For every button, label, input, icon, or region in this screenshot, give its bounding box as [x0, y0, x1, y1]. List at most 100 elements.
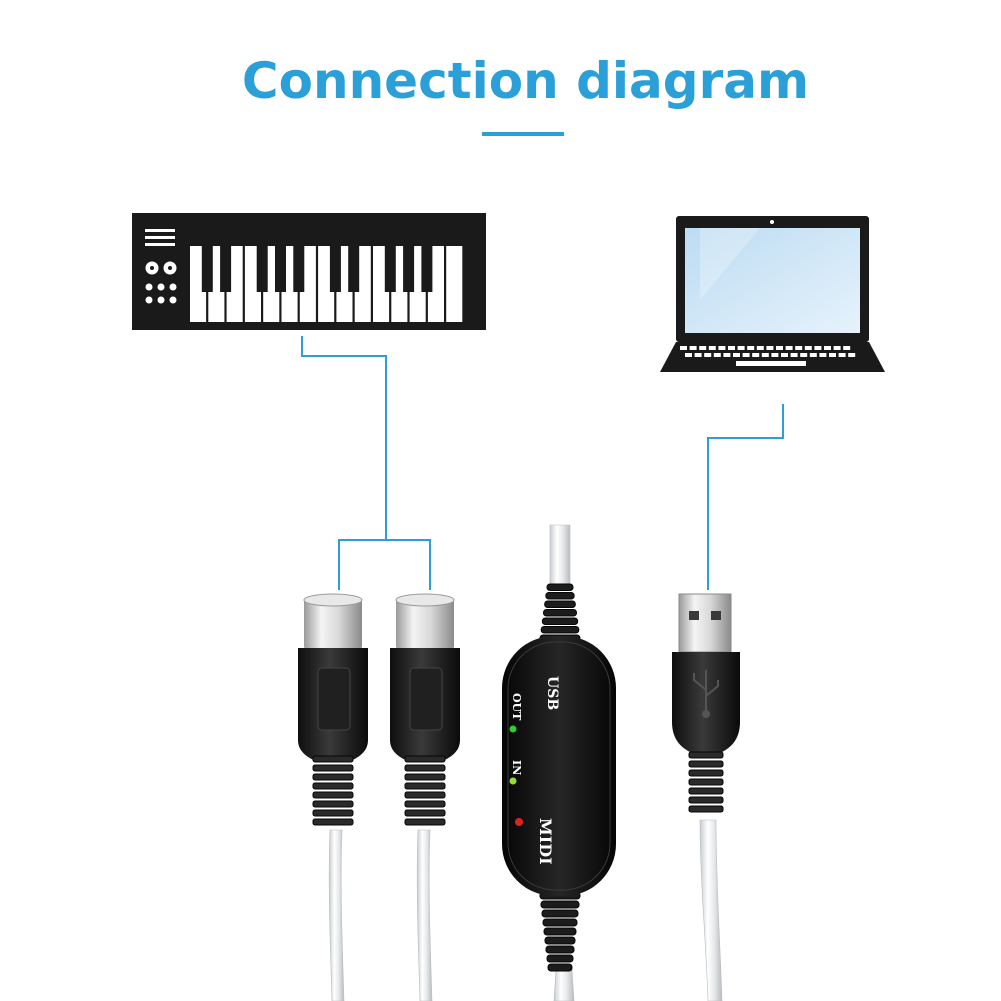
label-usb: USB	[544, 676, 560, 710]
usb-icon	[693, 670, 719, 718]
laptop-key	[766, 346, 774, 350]
strain-relief-ring	[540, 900, 580, 909]
grip-ridge	[404, 791, 446, 799]
laptop-key	[809, 353, 817, 357]
black-key	[275, 246, 286, 292]
label-in: IN	[510, 760, 523, 775]
black-key	[201, 246, 213, 292]
grip-ridge	[688, 751, 724, 759]
strain-relief-ring	[546, 954, 574, 963]
midi-keyboard-icon	[132, 213, 486, 330]
strain-relief-ring	[540, 626, 580, 634]
laptop-key	[685, 353, 692, 357]
laptop-icon	[660, 216, 885, 372]
laptop-key	[752, 353, 760, 357]
laptop-key	[819, 353, 827, 357]
label-out: OUT	[510, 693, 523, 721]
usb-a-connector	[672, 593, 740, 813]
laptop-connector-line	[707, 404, 784, 590]
grip-ridge	[688, 769, 724, 777]
white-key	[446, 246, 463, 322]
laptop-key	[833, 346, 841, 350]
grip-ridge	[404, 773, 446, 781]
laptop-key	[829, 353, 836, 357]
grip-ridge	[312, 809, 354, 817]
cables	[328, 524, 723, 1001]
led-in-icon	[509, 777, 517, 785]
strain-relief-ring	[543, 927, 577, 936]
grip-ridge	[404, 755, 446, 763]
label-midi: MIDI	[536, 818, 555, 865]
grip-ridge	[312, 782, 354, 790]
grip-ridge	[688, 796, 724, 804]
grip-ridge	[404, 800, 446, 808]
laptop-key	[689, 346, 697, 350]
keyboard-connector-line	[301, 336, 387, 540]
black-key	[384, 246, 396, 292]
grip-ridge	[688, 760, 724, 768]
strain-relief-ring	[545, 592, 575, 600]
laptop-key	[718, 346, 726, 350]
grip-ridge	[312, 800, 354, 808]
grip-ridge	[404, 764, 446, 772]
black-key	[403, 246, 415, 292]
black-key	[256, 246, 268, 292]
midi-din-connector-in	[390, 593, 460, 826]
laptop-key	[747, 346, 755, 350]
strain-relief-ring	[544, 936, 576, 945]
laptop-key	[737, 346, 745, 350]
laptop-key	[848, 353, 856, 357]
strain-relief-ring	[544, 600, 576, 608]
laptop-key	[814, 346, 822, 350]
black-key	[348, 246, 360, 292]
strain-relief-ring	[541, 909, 579, 918]
laptop-key	[804, 346, 812, 350]
strain-relief-ring	[543, 609, 577, 617]
page-title: Connection diagram	[241, 52, 810, 110]
laptop-key	[733, 353, 740, 357]
laptop-key	[708, 346, 716, 350]
laptop-key	[723, 353, 731, 357]
strain-relief-ring	[542, 918, 578, 927]
grip-ridge	[312, 791, 354, 799]
connector-lines	[301, 336, 784, 590]
midi-usb-adapter: USB OUT IN MIDI	[502, 583, 616, 972]
laptop-key	[699, 346, 707, 350]
grip-ridge	[688, 787, 724, 795]
laptop-key	[838, 353, 846, 357]
grip-ridge	[404, 818, 446, 826]
grip-ridge	[404, 782, 446, 790]
grip-ridge	[312, 818, 354, 826]
grip-ridge	[688, 805, 724, 813]
laptop-key	[756, 346, 764, 350]
grip-ridge	[688, 778, 724, 786]
laptop-key	[795, 346, 803, 350]
laptop-key	[790, 353, 798, 357]
laptop-key	[800, 353, 808, 357]
midi-split-line	[338, 539, 431, 590]
black-key	[329, 246, 341, 292]
laptop-key	[761, 353, 769, 357]
laptop-key	[680, 346, 687, 350]
laptop-key	[785, 346, 793, 350]
laptop-key	[704, 353, 712, 357]
laptop-key	[781, 353, 788, 357]
black-key	[421, 246, 433, 292]
strain-relief-ring	[547, 963, 573, 972]
laptop-key	[694, 353, 702, 357]
laptop-key	[742, 353, 750, 357]
strain-relief-ring	[545, 945, 575, 954]
strain-relief-ring	[546, 583, 574, 591]
grip-ridge	[404, 809, 446, 817]
laptop-key	[824, 346, 831, 350]
midi-din-connector-out	[298, 593, 368, 826]
laptop-key	[728, 346, 735, 350]
laptop-key	[713, 353, 721, 357]
laptop-key	[771, 353, 779, 357]
led-midi-icon	[515, 818, 523, 826]
black-key	[220, 246, 232, 292]
laptop-key	[843, 346, 851, 350]
laptop-key	[776, 346, 783, 350]
led-out-icon	[509, 725, 517, 733]
